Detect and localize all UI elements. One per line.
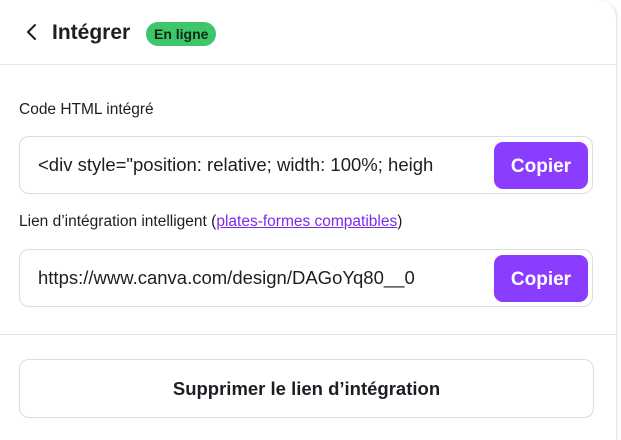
smart-link-field[interactable]: https://www.canva.com/design/DAGoYq80__0… xyxy=(19,249,593,307)
status-badge: En ligne xyxy=(146,22,217,46)
page-title: Intégrer xyxy=(52,21,131,44)
back-button[interactable] xyxy=(20,20,44,44)
compatible-platforms-link[interactable]: plates-formes compatibles xyxy=(216,213,398,230)
panel-header: Intégrer En ligne xyxy=(0,0,616,65)
smart-link-label: Lien d’intégration intelligent (plates-f… xyxy=(19,212,402,232)
copy-smart-link-button[interactable]: Copier xyxy=(494,255,588,302)
delete-embed-link-button[interactable]: Supprimer le lien d’intégration xyxy=(19,359,594,418)
copy-embed-code-button[interactable]: Copier xyxy=(494,142,588,189)
smart-link-label-prefix: Lien d’intégration intelligent ( xyxy=(19,213,217,230)
chevron-left-icon xyxy=(27,24,36,40)
embed-code-label: Code HTML intégré xyxy=(19,101,154,118)
embed-code-field[interactable]: <div style="position: relative; width: 1… xyxy=(19,136,593,194)
embed-code-value[interactable]: <div style="position: relative; width: 1… xyxy=(38,154,433,175)
divider xyxy=(0,334,616,335)
smart-link-value[interactable]: https://www.canva.com/design/DAGoYq80__0 xyxy=(38,267,415,288)
smart-link-label-suffix: ) xyxy=(397,213,403,230)
